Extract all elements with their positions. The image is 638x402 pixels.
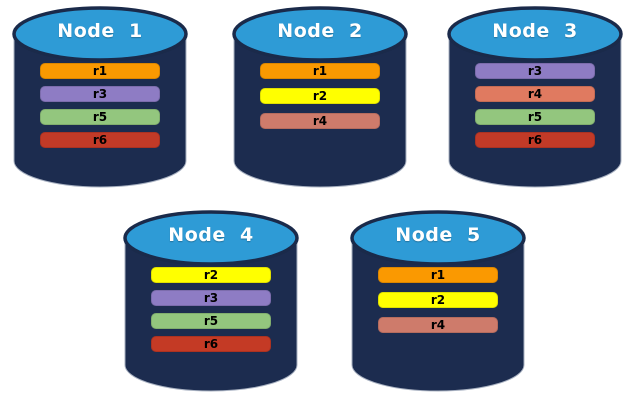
partition-bar: r3 — [40, 86, 160, 102]
node-5-cylinder: Node 5 r1 r2 r4 — [348, 209, 528, 397]
partition-bar: r4 — [475, 86, 595, 102]
node-4-cylinder: Node 4 r2 r3 r5 r6 — [121, 209, 301, 397]
partition-bar: r6 — [40, 132, 160, 148]
node-2-cylinder: Node 2 r1 r2 r4 — [230, 5, 410, 193]
node-title: Node 3 — [492, 20, 578, 42]
partition-list: r1 r2 r4 — [378, 267, 498, 333]
partition-bar: r5 — [151, 313, 271, 329]
partition-bar: r3 — [475, 63, 595, 79]
partition-bar: r5 — [475, 109, 595, 125]
partition-bar: r4 — [378, 317, 498, 333]
node-title: Node 1 — [57, 20, 143, 42]
partition-bar: r2 — [151, 267, 271, 283]
partition-bar: r4 — [260, 113, 380, 129]
partition-bar: r5 — [40, 109, 160, 125]
node-title: Node 5 — [395, 224, 481, 246]
node-title: Node 2 — [277, 20, 363, 42]
node-title: Node 4 — [168, 224, 254, 246]
partition-list: r1 r3 r5 r6 — [40, 63, 160, 148]
node-1-cylinder: Node 1 r1 r3 r5 r6 — [10, 5, 190, 193]
cylinder-top — [12, 6, 188, 62]
partition-bar: r1 — [260, 63, 380, 79]
cylinder-top — [123, 210, 299, 266]
partition-list: r1 r2 r4 — [260, 63, 380, 129]
partition-list: r3 r4 r5 r6 — [475, 63, 595, 148]
cylinder-top — [232, 6, 408, 62]
partition-bar: r6 — [151, 336, 271, 352]
partition-bar: r1 — [40, 63, 160, 79]
partition-bar: r6 — [475, 132, 595, 148]
partition-bar: r1 — [378, 267, 498, 283]
partition-list: r2 r3 r5 r6 — [151, 267, 271, 352]
partition-bar: r3 — [151, 290, 271, 306]
cylinder-top — [447, 6, 623, 62]
cylinder-top — [350, 210, 526, 266]
node-3-cylinder: Node 3 r3 r4 r5 r6 — [445, 5, 625, 193]
partition-bar: r2 — [378, 292, 498, 308]
partition-bar: r2 — [260, 88, 380, 104]
